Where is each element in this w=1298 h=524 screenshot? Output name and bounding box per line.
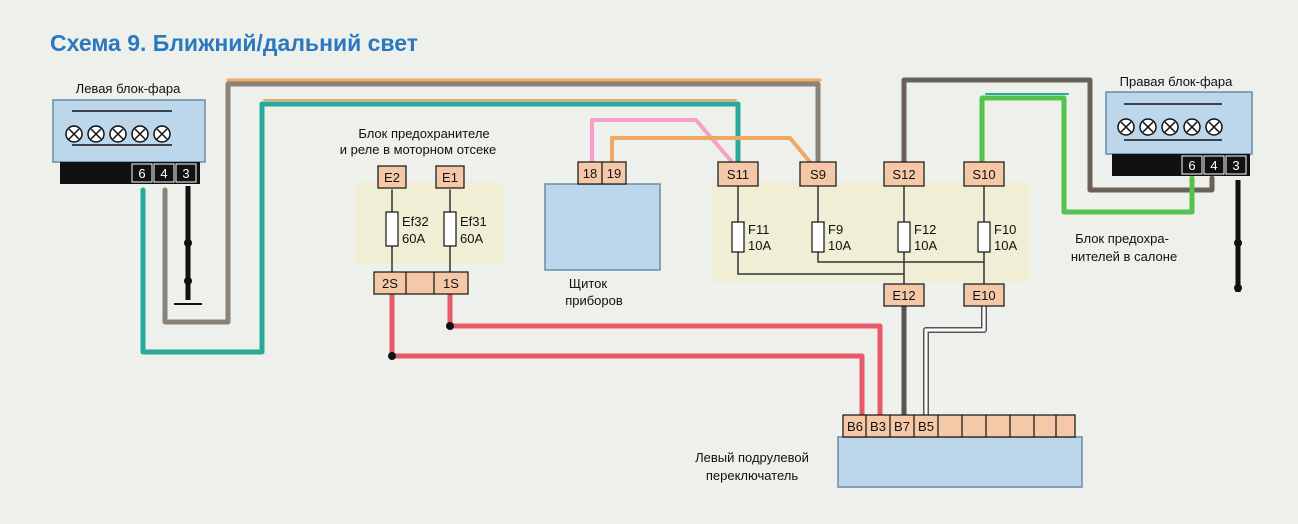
wire-white-e10 <box>924 304 986 417</box>
wire-green-s10 <box>979 95 1195 215</box>
junction-red-1s <box>446 322 454 330</box>
cabin-pin-s11 <box>717 161 759 187</box>
fuse-f12-symbol <box>897 221 911 253</box>
fuse-f9-name: F9 <box>828 222 843 237</box>
junction-right-1 <box>1234 239 1242 247</box>
fuse-f10-rating: 10A <box>994 238 1017 253</box>
junction-left-1 <box>184 239 192 247</box>
switch-label-2: переключатель <box>706 468 799 483</box>
engine-pin-e1 <box>435 165 465 189</box>
engine-pin-e1-label: E1 <box>442 170 458 185</box>
fuse-f12-rating: 10A <box>914 238 937 253</box>
cabin-pin-e10 <box>963 283 1005 307</box>
engine-fuse-box-label-1: Блок предохранителе <box>358 126 489 141</box>
cabin-pin-s10-label: S10 <box>972 167 995 182</box>
fuse-f10-name: F10 <box>994 222 1016 237</box>
wire-pink-18 <box>590 118 734 164</box>
right-pin-6: 6 <box>1188 158 1195 173</box>
cabin-fuse-box: S11 S9 S12 S10 F11 10A F9 10A F12 10A F1… <box>717 161 1177 307</box>
wire-red-1s <box>447 291 883 418</box>
cabin-pin-s9 <box>799 161 837 187</box>
switch-pin-b5: B5 <box>918 419 934 434</box>
switch-pin-b3: B3 <box>870 419 886 434</box>
cabin-fuse-box-label-2: нителей в салоне <box>1071 249 1177 264</box>
fuse-ef32-rating: 60A <box>402 231 425 246</box>
cabin-fuse-zone <box>712 182 1030 282</box>
left-headlight: Левая блок-фара 6 4 3 <box>52 81 206 184</box>
fuse-ef31-name: Ef31 <box>460 214 487 229</box>
wire-dark-s12 <box>901 77 1215 193</box>
fuse-ef31-rating: 60A <box>460 231 483 246</box>
wire-white-e10-outline <box>923 303 987 418</box>
switch-pin-b6: B6 <box>847 419 863 434</box>
right-pin-3: 3 <box>1232 158 1239 173</box>
left-headlight-label: Левая блок-фара <box>76 81 181 96</box>
switch-connector <box>842 414 1076 438</box>
fuse-ef31-symbol <box>443 211 457 247</box>
cabin-pin-e12 <box>883 283 925 307</box>
engine-fuse-zone <box>355 182 503 264</box>
fuse-f9-rating: 10A <box>828 238 851 253</box>
fuse-f10-symbol <box>977 221 991 253</box>
fuse-f11-name: F11 <box>748 222 769 237</box>
engine-pin-2s: 2S <box>382 276 398 291</box>
cabin-pin-s12-label: S12 <box>892 167 915 182</box>
left-pin-6: 6 <box>138 166 145 181</box>
left-pin-4: 4 <box>160 166 167 181</box>
right-headlight-label: Правая блок-фара <box>1120 74 1233 89</box>
wire-teal-left-to-s11 <box>140 101 741 355</box>
engine-pin-e2 <box>377 165 407 189</box>
cabin-pin-s10 <box>963 161 1005 187</box>
junction-red-2s <box>388 352 396 360</box>
wire-orange-19 <box>610 136 812 164</box>
wire-gray-left-to-s9 <box>162 81 821 325</box>
instrument-pin-19: 19 <box>607 166 621 181</box>
right-headlight-lamps <box>1117 118 1223 136</box>
engine-fuse-box-label-2: и реле в моторном отсеке <box>340 142 497 157</box>
engine-pin-e2-label: E2 <box>384 170 400 185</box>
bus-f11 <box>737 185 905 275</box>
fuse-ef32-symbol <box>385 211 399 247</box>
cabin-pin-e12-label: E12 <box>892 288 915 303</box>
instrument-panel-label-2: приборов <box>565 293 623 308</box>
diagram-title: Схема 9. Ближний/дальний свет <box>50 30 419 56</box>
cabin-pin-s12 <box>883 161 925 187</box>
instrument-pin-18: 18 <box>583 166 597 181</box>
right-headlight: Правая блок-фара 6 4 3 <box>1105 74 1253 176</box>
cabin-fuse-box-label-1: Блок предохра- <box>1075 231 1169 246</box>
fuse-f9-symbol <box>811 221 825 253</box>
fuse-f11-rating: 10A <box>748 238 771 253</box>
engine-pin-1s: 1S <box>443 276 459 291</box>
left-pin-3: 3 <box>182 166 189 181</box>
switch-body <box>837 436 1083 488</box>
fuse-f11-symbol <box>731 221 745 253</box>
switch-label-1: Левый подрулевой <box>695 450 809 465</box>
cabin-pin-e10-label: E10 <box>972 288 995 303</box>
engine-fuse-box: Блок предохранителе и реле в моторном от… <box>340 126 497 295</box>
left-headlight-lamps <box>65 125 171 143</box>
engine-bottom-connector <box>373 271 469 295</box>
bus-f9 <box>817 185 985 263</box>
switch-pin-b7: B7 <box>894 419 910 434</box>
fuse-f12-name: F12 <box>914 222 936 237</box>
wire-red-2s <box>389 291 865 418</box>
cabin-pin-s11-label: S11 <box>727 167 749 182</box>
cabin-pin-s9-label: S9 <box>810 167 826 182</box>
fuse-ef32-name: Ef32 <box>402 214 429 229</box>
instrument-panel-body <box>544 183 661 271</box>
junction-right-2 <box>1234 284 1242 292</box>
steering-switch: B6 B3 B7 B5 Левый подрулевой переключате… <box>695 414 1083 488</box>
instrument-panel: 18 19 Щиток приборов <box>544 161 661 308</box>
right-pin-4: 4 <box>1210 158 1217 173</box>
instrument-panel-label-1: Щиток <box>569 276 607 291</box>
junction-left-2 <box>184 277 192 285</box>
